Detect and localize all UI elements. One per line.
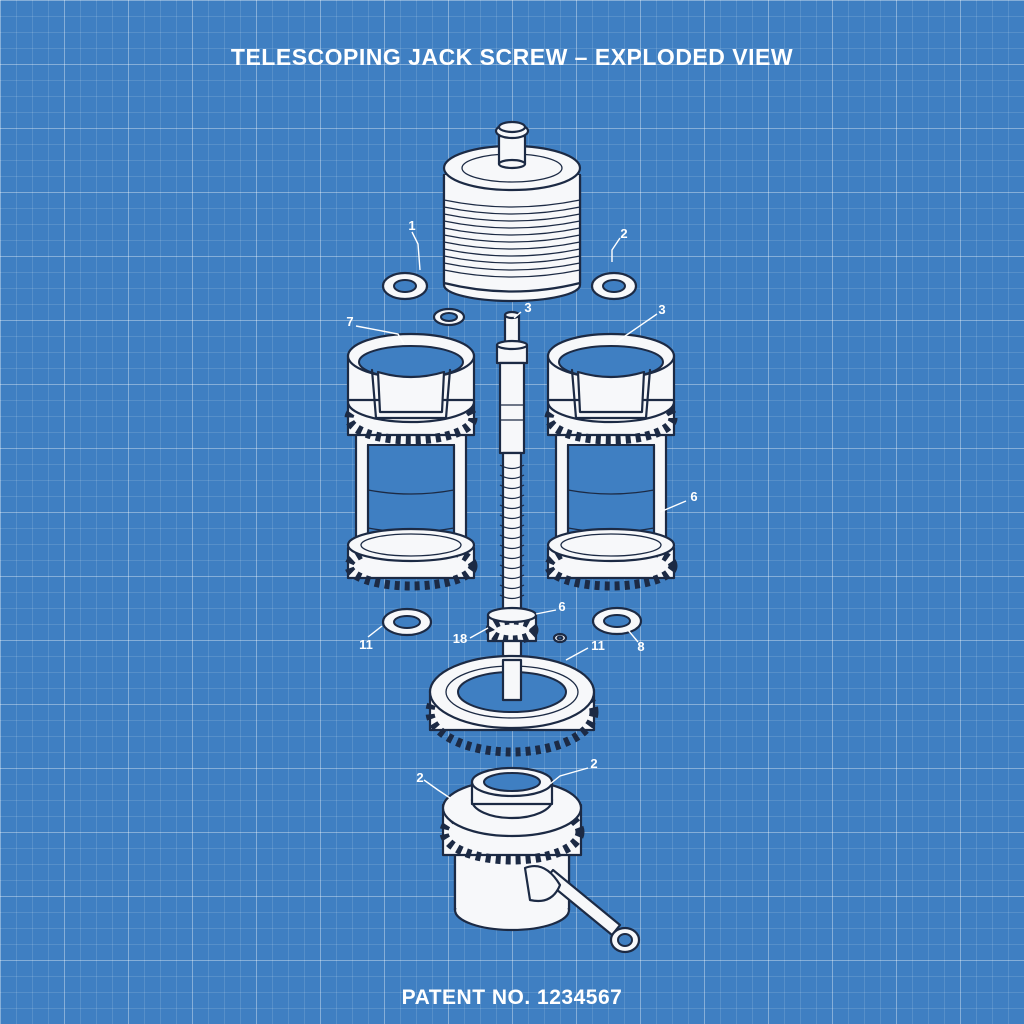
base-housing (439, 766, 585, 932)
callout-7: 7 (346, 314, 353, 329)
patent-number: PATENT NO. 1234567 (401, 986, 623, 1009)
callout-2-base-right: 2 (590, 756, 597, 771)
crank-handle (523, 864, 641, 954)
washer-2 (590, 271, 638, 301)
washer-small (432, 307, 466, 327)
right-gear-cage (544, 332, 678, 591)
left-gear-cage (344, 332, 478, 591)
washer-1 (381, 271, 429, 301)
callout-6-right-cage: 6 (690, 489, 697, 504)
callout-2-base-left: 2 (416, 770, 423, 785)
callout-8: 8 (637, 639, 644, 654)
top-threaded-cap (442, 120, 582, 303)
callout-3-shaft: 3 (524, 300, 531, 315)
callout-11-right: 11 (591, 638, 605, 653)
washer-11 (381, 607, 433, 637)
callout-2: 2 (620, 226, 627, 241)
central-screw-shaft (485, 310, 539, 708)
small-nut (552, 632, 568, 644)
drawing-title: TELESCOPING JACK SCREW – EXPLODED VIEW (230, 44, 794, 70)
callout-1: 1 (408, 218, 415, 233)
callout-6-pinion: 6 (558, 599, 565, 614)
washer-8 (591, 606, 643, 636)
large-ring-gear (425, 654, 599, 757)
callout-leaders (355, 231, 687, 799)
callout-18: 18 (453, 631, 467, 646)
callout-3-right-cage: 3 (658, 302, 665, 317)
callout-11-left: 11 (359, 637, 373, 652)
